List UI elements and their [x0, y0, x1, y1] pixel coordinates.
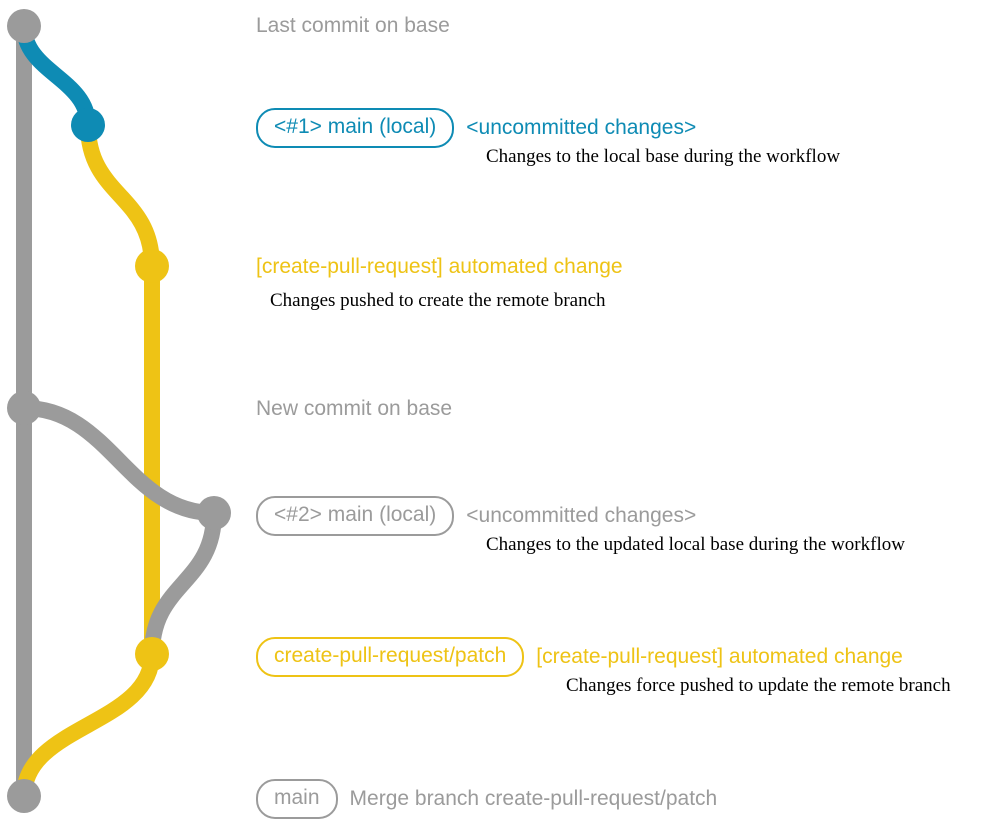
badge-local-commit-1[interactable]: <#1> main (local)	[256, 108, 455, 148]
badge-patch-commit-2[interactable]: create-pull-request/patch	[256, 637, 525, 677]
patch-commit-1-node[interactable]	[135, 249, 169, 283]
local-commit-1-node[interactable]	[71, 108, 105, 142]
heading-new-commit-on-base: New commit on base	[256, 397, 453, 420]
patch-commit-2-node[interactable]	[135, 637, 169, 671]
subject-local-commit-2: <uncommitted changes>	[466, 504, 697, 527]
subject-local-commit-1: <uncommitted changes>	[466, 116, 697, 139]
description-patch-commit-2: Changes force pushed to update the remot…	[566, 675, 951, 696]
subject-merge-commit: Merge branch create-pull-request/patch	[349, 787, 718, 810]
row-local-commit-2: <#2> main (local) <uncommitted changes>	[256, 496, 696, 536]
description-local-commit-1: Changes to the local base during the wor…	[486, 146, 841, 167]
edge-patch2-to-merge	[16, 646, 160, 804]
new-commit-on-base-node[interactable]	[7, 391, 41, 425]
edge-local2-to-patch2	[144, 505, 222, 662]
last-commit-on-base-node[interactable]	[7, 9, 41, 43]
row-patch-commit-2: create-pull-request/patch [create-pull-r…	[256, 637, 903, 677]
heading-last-commit-on-base: Last commit on base	[256, 14, 450, 37]
description-local-commit-2: Changes to the updated local base during…	[486, 534, 905, 555]
merge-commit-node[interactable]	[7, 779, 41, 813]
row-merge-commit: main Merge branch create-pull-request/pa…	[256, 779, 717, 819]
row-local-commit-1: <#1> main (local) <uncommitted changes>	[256, 108, 696, 148]
subject-patch-commit-1: [create-pull-request] automated change	[256, 255, 623, 278]
subject-patch-commit-2: [create-pull-request] automated change	[536, 645, 903, 668]
local-commit-2-node[interactable]	[197, 496, 231, 530]
description-patch-commit-1: Changes pushed to create the remote bran…	[270, 290, 606, 311]
edge-basenew-to-local2	[16, 400, 222, 521]
edge-local1-to-patch1	[80, 117, 160, 274]
badge-merge-commit[interactable]: main	[256, 779, 338, 819]
badge-local-commit-2[interactable]: <#2> main (local)	[256, 496, 455, 536]
